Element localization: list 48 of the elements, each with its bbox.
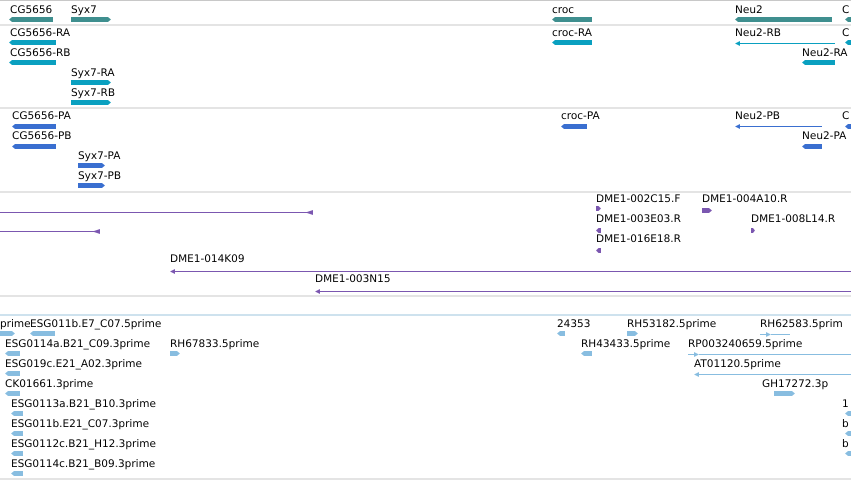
feature-label: RP003240659.5prime bbox=[688, 338, 802, 351]
feature-label: b bbox=[842, 418, 849, 431]
feature-label: GH17272.3p bbox=[762, 378, 828, 391]
feature-label: DME1-002C15.F bbox=[596, 193, 680, 206]
feature-label: 24353 bbox=[557, 318, 590, 331]
feature-label: croc-PA bbox=[561, 110, 600, 123]
feature-label: croc-RA bbox=[552, 27, 592, 40]
feature-label: C bbox=[842, 4, 850, 17]
feature-label: ESG019c.E21_A02.3prime bbox=[5, 358, 142, 371]
feature-label: b bbox=[842, 438, 849, 451]
feature-label: CK01661.3prime bbox=[5, 378, 94, 391]
feature-label: ESG011b.E7_C07.5prime bbox=[30, 318, 162, 331]
feature-label: Syx7 bbox=[71, 4, 97, 17]
feature-label: Syx7-RB bbox=[71, 87, 116, 100]
feature-label: CG5656 bbox=[10, 4, 52, 17]
feature-label: croc bbox=[552, 4, 574, 17]
feature-label: RH43433.5prime bbox=[581, 338, 670, 351]
feature-label: C bbox=[842, 110, 850, 123]
feature-label: DME1-016E18.R bbox=[596, 233, 681, 246]
feature-label: Neu2-PA bbox=[802, 130, 846, 143]
feature-label: Neu2-PB bbox=[735, 110, 780, 123]
feature-label: Neu2 bbox=[735, 4, 763, 17]
feature-label: Syx7-PA bbox=[78, 150, 120, 163]
feature-label: CG5656-RA bbox=[10, 27, 70, 40]
feature-label: prime bbox=[0, 318, 31, 331]
feature-label: DME1-004A10.R bbox=[702, 193, 788, 206]
feature-label: ESG011b.E21_C07.3prime bbox=[11, 418, 150, 431]
feature-label: Neu2-RB bbox=[735, 27, 781, 40]
feature-label: DME1-003N15 bbox=[315, 273, 391, 286]
feature-label: DME1-003E03.R bbox=[596, 213, 681, 226]
feature-label: ESG0114a.B21_C09.3prime bbox=[5, 338, 150, 351]
feature-label: 1 bbox=[842, 398, 849, 411]
feature-label: CG5656-PA bbox=[12, 110, 71, 123]
feature-label: CG5656-PB bbox=[12, 130, 72, 143]
feature-label: ESG0112c.B21_H12.3prime bbox=[11, 438, 156, 451]
feature-label: RH67833.5prime bbox=[170, 338, 260, 351]
feature-label: RH53182.5prime bbox=[627, 318, 716, 331]
feature-label: RH62583.5prim bbox=[760, 318, 843, 331]
feature-label: Syx7-PB bbox=[78, 170, 122, 183]
feature-label: DME1-014K09 bbox=[170, 253, 245, 266]
feature-label: ESG0113a.B21_B10.3prime bbox=[11, 398, 156, 411]
feature-label: DME1-008L14.R bbox=[751, 213, 836, 226]
feature-label: C bbox=[842, 27, 850, 40]
feature-label: CG5656-RB bbox=[10, 47, 70, 60]
feature-label: Syx7-RA bbox=[71, 67, 115, 80]
feature-label: ESG0114c.B21_B09.3prime bbox=[11, 458, 156, 471]
feature-label: Neu2-RA bbox=[802, 47, 848, 60]
feature-label: AT01120.5prime bbox=[694, 358, 781, 371]
